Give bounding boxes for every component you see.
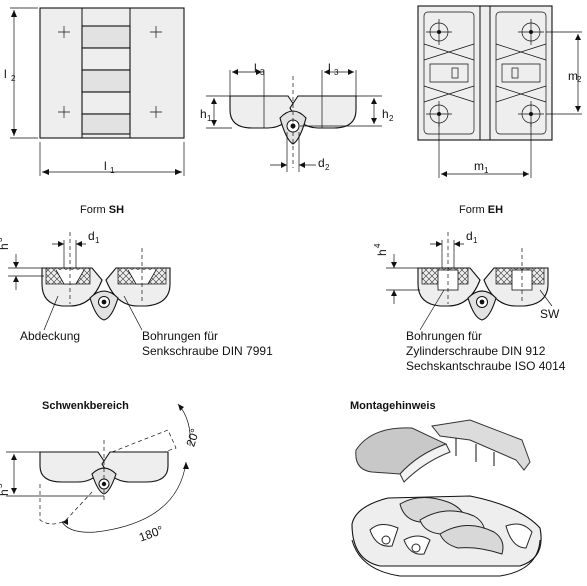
h4-label: h — [375, 249, 389, 256]
hinge-front-view: l 2 l 1 — [4, 7, 185, 176]
montagehinweis-heading: Montagehinweis — [350, 400, 436, 412]
retaining-bracket — [431, 419, 531, 471]
m1-label: m — [474, 159, 484, 173]
schwenkbereich-section: Schwenkbereich h 5 20° 180° — [0, 400, 202, 545]
hinge-back-view: m 2 m 1 — [417, 5, 582, 178]
h4-subscript: 4 — [373, 243, 382, 248]
l1-label: l — [104, 159, 107, 173]
m2-label: m — [568, 69, 578, 83]
eh-bore-line2: Zylinderschraube DIN 912 — [406, 344, 546, 358]
schwenkbereich-heading: Schwenkbereich — [42, 400, 129, 412]
sh-d1-subscript: 1 — [95, 236, 100, 245]
form-eh-title: Form EH — [459, 204, 503, 216]
eh-bore-line1: Bohrungen für — [406, 329, 482, 343]
hinge-side-view: l 3 l 3 h 1 h 2 d 2 — [200, 61, 394, 172]
montagehinweis-section: Montagehinweis — [350, 400, 542, 577]
form-sh-prefix: Form — [80, 204, 109, 216]
sh-d1-label: d — [88, 229, 95, 243]
h2-subscript: 2 — [389, 114, 394, 123]
h3-subscript: 3 — [0, 237, 4, 242]
form-sh-name: SH — [109, 204, 124, 216]
angle-20-label: 20° — [183, 427, 202, 449]
l1-subscript: 1 — [110, 166, 115, 175]
h5-label: h — [0, 489, 11, 496]
eh-d1-subscript: 1 — [473, 236, 478, 245]
l3-right-label: l — [328, 61, 331, 75]
d2-label: d — [318, 156, 325, 170]
abdeckung-label: Abdeckung — [20, 329, 80, 343]
sw-label: SW — [540, 307, 560, 321]
sh-bore-line2: Senkschraube DIN 7991 — [142, 344, 273, 358]
sh-bore-line1: Bohrungen für — [142, 329, 218, 343]
angle-180-label: 180° — [137, 523, 165, 545]
h1-label: h — [200, 107, 207, 121]
m1-subscript: 1 — [484, 166, 489, 175]
form-sh-title: Form SH — [80, 204, 124, 216]
form-sh-section: Form SH d 1 h 3 Abdeckung Bohrungen für … — [0, 204, 273, 358]
d2-subscript: 2 — [325, 163, 330, 172]
l3-right-subscript: 3 — [334, 68, 339, 77]
l2-label: l — [4, 67, 7, 81]
h2-label: h — [382, 107, 389, 121]
eh-bore-line3: Sechskantschraube ISO 4014 — [406, 359, 566, 373]
l3-left-subscript: 3 — [260, 68, 265, 77]
m2-subscript: 2 — [577, 75, 582, 84]
form-eh-prefix: Form — [459, 204, 488, 216]
eh-d1-label: d — [466, 229, 473, 243]
l3-left-label: l — [254, 61, 257, 75]
h3-label: h — [0, 243, 11, 250]
h5-subscript: 5 — [0, 483, 4, 488]
form-eh-name: EH — [488, 204, 503, 216]
form-eh-section: Form EH d 1 h 4 SW Bohrungen für Zylinde… — [373, 204, 566, 373]
l2-subscript: 2 — [11, 74, 16, 83]
h1-subscript: 1 — [207, 114, 212, 123]
